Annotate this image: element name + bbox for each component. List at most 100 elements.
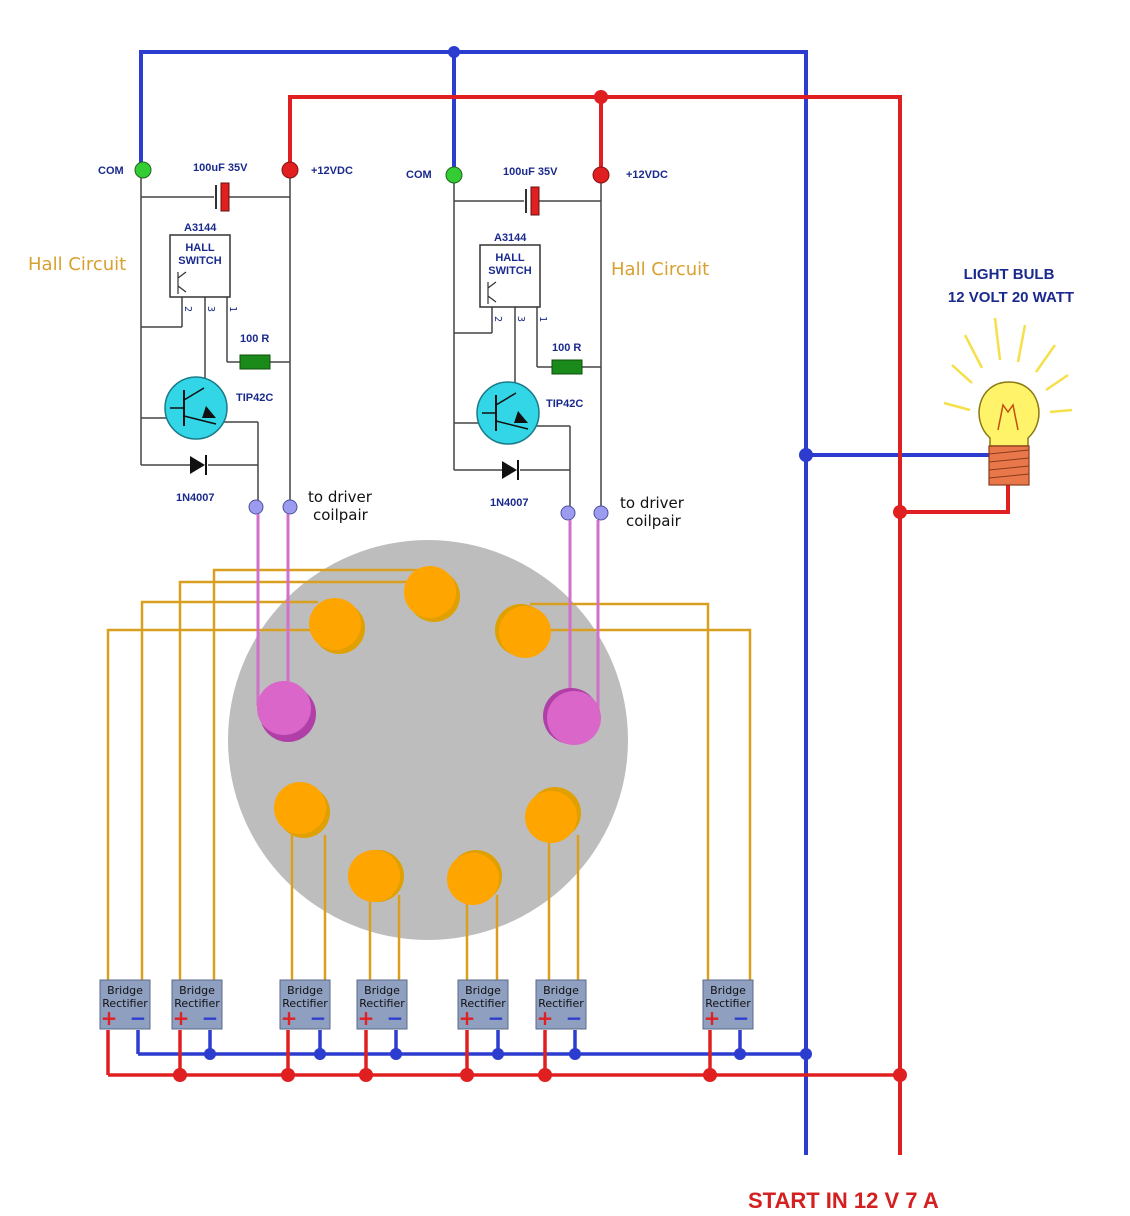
diode — [190, 455, 207, 475]
rectifier-label-line2: Rectifier — [102, 997, 148, 1010]
svg-text:2: 2 — [492, 316, 503, 322]
vdc-label: +12VDC — [626, 169, 668, 181]
hall-circuit-title: Hall Circuit — [28, 254, 126, 275]
coil — [404, 566, 460, 622]
svg-text:3: 3 — [205, 306, 216, 312]
resistor — [551, 359, 583, 375]
vdc-terminal — [592, 166, 610, 184]
driver-terminal — [593, 505, 609, 521]
rectifier-label-line2: Rectifier — [359, 997, 405, 1010]
junction-dot — [799, 448, 813, 462]
rectifier-minus: − — [202, 1006, 219, 1030]
coil — [495, 604, 551, 658]
com-label: COM — [406, 169, 432, 181]
driver-terminal — [248, 499, 264, 515]
rectifier-minus: − — [387, 1006, 404, 1030]
bus-junctions — [173, 1048, 907, 1082]
hall-switch: HALL SWITCH 2 3 1 — [169, 234, 238, 312]
svg-text:SWITCH: SWITCH — [178, 255, 221, 267]
coil — [447, 850, 502, 905]
rectifier-minus: − — [733, 1006, 750, 1030]
driver-label-line2: coilpair — [313, 506, 369, 524]
driver-label-line2: coilpair — [626, 512, 682, 530]
rectifier-plus: + — [101, 1006, 118, 1030]
rectifier-minus: − — [488, 1006, 505, 1030]
driver-terminal — [282, 499, 298, 515]
output-positive-bus — [106, 1030, 900, 1077]
rectifier-label-line2: Rectifier — [460, 997, 506, 1010]
transistor-label: TIP42C — [546, 398, 583, 410]
rectifier-minus: − — [310, 1006, 327, 1030]
driver-label-line1: to driver — [620, 494, 685, 512]
diode — [502, 460, 519, 480]
svg-text:1: 1 — [227, 306, 238, 312]
resistor — [239, 354, 271, 370]
com-terminal — [134, 161, 152, 179]
rectifier-plus: + — [358, 1006, 375, 1030]
com-label: COM — [98, 165, 124, 177]
sensor-label: A3144 — [494, 232, 527, 244]
rectifier-plus: + — [459, 1006, 476, 1030]
hall-circuit-1: COM +12VDC 100uF 35V A3144 HALL SWITCH 2… — [28, 161, 373, 524]
rectifier-label-line2: Rectifier — [282, 997, 328, 1010]
rectifier-label-line1: Bridge — [107, 984, 143, 997]
coil-set — [257, 566, 601, 905]
rectifier-label-line1: Bridge — [710, 984, 746, 997]
diode-label: 1N4007 — [176, 492, 215, 504]
svg-text:HALL: HALL — [185, 242, 215, 254]
driver-wiring — [256, 514, 600, 716]
light-bulb: LIGHT BULB 12 VOLT 20 WATT — [943, 266, 1074, 486]
hall-circuit-2: COM +12VDC 100uF 35V A3144 HALL SWITCH 2… — [406, 166, 709, 530]
capacitor-label: 100uF 35V — [503, 166, 558, 178]
rectifier-plus: + — [281, 1006, 298, 1030]
svg-text:2: 2 — [182, 306, 193, 312]
com-terminal — [445, 166, 463, 184]
output-negative-bus — [136, 1030, 806, 1056]
junction-dot — [448, 46, 460, 58]
coil — [525, 787, 581, 843]
transistor-label: TIP42C — [236, 392, 273, 404]
coil — [309, 598, 365, 654]
rectifier-label-line2: Rectifier — [538, 997, 584, 1010]
svg-text:SWITCH: SWITCH — [488, 265, 531, 277]
bulb-label-line2: 12 VOLT 20 WATT — [948, 289, 1074, 306]
rectifier-label-line1: Bridge — [179, 984, 215, 997]
rectifier-label-line1: Bridge — [465, 984, 501, 997]
vdc-label: +12VDC — [311, 165, 353, 177]
start-label: START IN 12 V 7 A — [748, 1188, 939, 1213]
bulb-label-line1: LIGHT BULB — [964, 266, 1055, 283]
svg-text:1: 1 — [537, 316, 548, 322]
svg-text:3: 3 — [515, 316, 526, 322]
coil — [348, 850, 404, 902]
capacitor — [525, 186, 540, 216]
resistor-label: 100 R — [552, 342, 581, 354]
vdc-terminal — [281, 161, 299, 179]
diode-label: 1N4007 — [490, 497, 529, 509]
rectifier-plus: + — [704, 1006, 721, 1030]
coil — [274, 782, 330, 838]
junction-dot — [893, 505, 907, 519]
svg-text:HALL: HALL — [495, 252, 525, 264]
driver-terminal — [560, 505, 576, 521]
rectifier-minus: − — [566, 1006, 583, 1030]
hall-circuit-title: Hall Circuit — [611, 259, 709, 280]
hall-switch: HALL SWITCH 2 3 1 — [479, 244, 548, 322]
resistor-label: 100 R — [240, 333, 269, 345]
rectifier-label-line1: Bridge — [364, 984, 400, 997]
sensor-label: A3144 — [184, 222, 217, 234]
rectifier-minus: − — [130, 1006, 147, 1030]
rectifier-plus: + — [537, 1006, 554, 1030]
bridge-rectifiers: BridgeRectifier+−BridgeRectifier+−Bridge… — [99, 979, 754, 1030]
drive-coil — [543, 688, 601, 745]
junction-dot — [594, 90, 608, 104]
rectifier-plus: + — [173, 1006, 190, 1030]
capacitor-label: 100uF 35V — [193, 162, 248, 174]
